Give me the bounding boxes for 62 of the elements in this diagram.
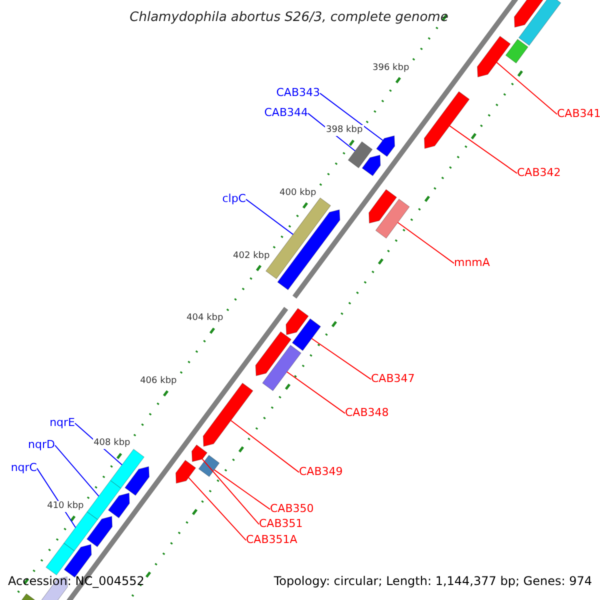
gene-block [514, 0, 546, 28]
scale-label: 410 kbp [46, 501, 85, 512]
scale-label: 406 kbp [139, 376, 178, 387]
gene-bar [375, 198, 410, 239]
gene-bar [292, 318, 322, 352]
gene-label: CAB350 [270, 502, 314, 514]
gene-block [108, 492, 130, 518]
gene-label: CAB341 [557, 106, 600, 120]
gene-block [286, 308, 309, 336]
scale-label: 396 kbp [372, 62, 410, 74]
scale-label: 400 kbp [278, 188, 318, 199]
gene-block [192, 444, 208, 462]
gene-label: nqrE [50, 416, 75, 428]
gene-block [176, 460, 196, 484]
leader-line [449, 125, 518, 174]
gene-block [424, 91, 470, 149]
gene-label: nqrC [10, 460, 37, 474]
scale-label: 402 kbp [232, 250, 271, 262]
genome-info-text: Topology: circular; Length: 1,144,377 bp; Genes: 974 [274, 575, 592, 588]
leader-line [311, 338, 372, 380]
leader-line [230, 420, 300, 473]
scale-label: 404 kbp [186, 313, 224, 324]
gene-block [368, 189, 398, 224]
gene-block [477, 36, 511, 78]
gene-bar [262, 344, 302, 392]
leader-line [188, 477, 246, 541]
gene-bar [348, 141, 373, 168]
gene-label: CAB351A [246, 532, 298, 546]
leader-line [397, 222, 454, 264]
gene-block [255, 331, 292, 376]
scale-label: 398 kbp [325, 125, 364, 136]
gene-bar [63, 511, 98, 552]
gene-block [277, 209, 340, 290]
gene-label: CAB344 [264, 106, 308, 118]
gene-label: CAB343 [276, 86, 320, 98]
leader-line [54, 444, 100, 497]
gene-block [376, 135, 395, 157]
gene-label: CAB351 [259, 516, 303, 530]
gene-block [202, 382, 254, 447]
diagram-title: Chlamydophila abortus S26/3, complete genome [128, 10, 450, 25]
gene-bar [46, 542, 75, 576]
gene-label: CAB342 [517, 166, 561, 178]
gene-bar [198, 454, 220, 478]
gene-label: mnmA [454, 256, 490, 268]
gene-block [124, 466, 150, 496]
gene-bar [505, 38, 528, 64]
gene-bar [518, 0, 562, 46]
leader-line [286, 371, 346, 414]
gene-label: clpC [222, 192, 246, 204]
scale-label: 408 kbp [92, 438, 132, 450]
gene-label: CAB349 [299, 464, 343, 478]
leader-line [496, 62, 558, 115]
gene-bar [110, 448, 145, 489]
gene-label: CAB347 [371, 372, 415, 384]
gene-block [86, 516, 112, 548]
gene-bar [86, 480, 122, 520]
gene-label: CAB348 [345, 406, 389, 418]
leader-line [320, 92, 384, 141]
gene-block [362, 154, 381, 176]
leader-line [214, 469, 270, 510]
leader-line [202, 458, 260, 525]
gene-label: nqrD [28, 438, 55, 450]
